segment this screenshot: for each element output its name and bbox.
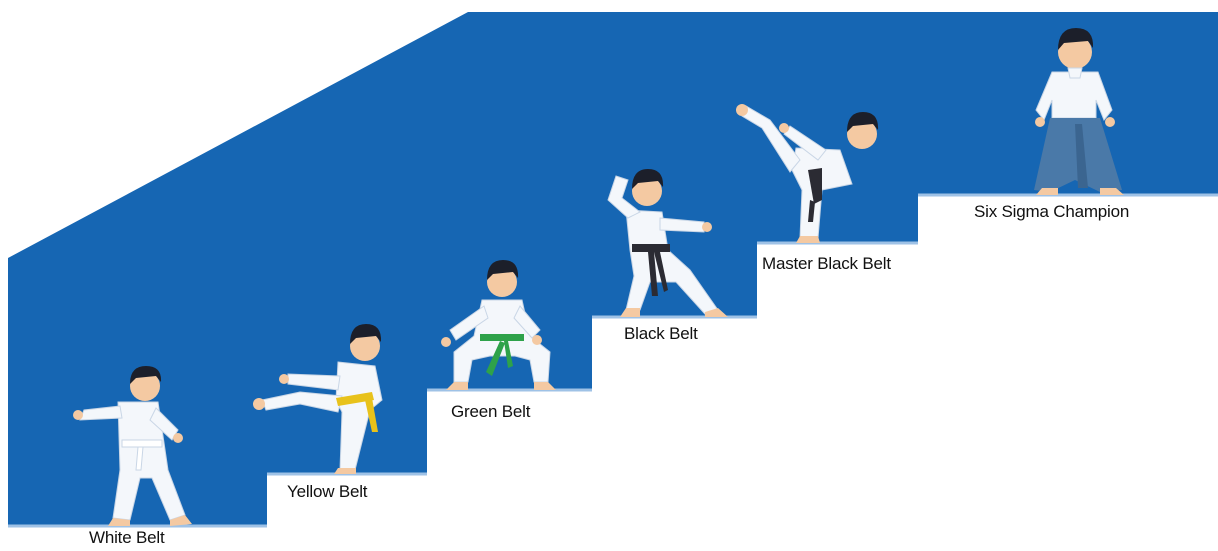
label-six-sigma-champion: Six Sigma Champion: [974, 202, 1129, 222]
staircase-background: [8, 12, 1218, 526]
label-green-belt: Green Belt: [451, 402, 530, 422]
label-black-belt: Black Belt: [624, 324, 698, 344]
label-yellow-belt: Yellow Belt: [287, 482, 367, 502]
label-white-belt: White Belt: [89, 528, 164, 548]
label-master-black-belt: Master Black Belt: [762, 254, 891, 274]
